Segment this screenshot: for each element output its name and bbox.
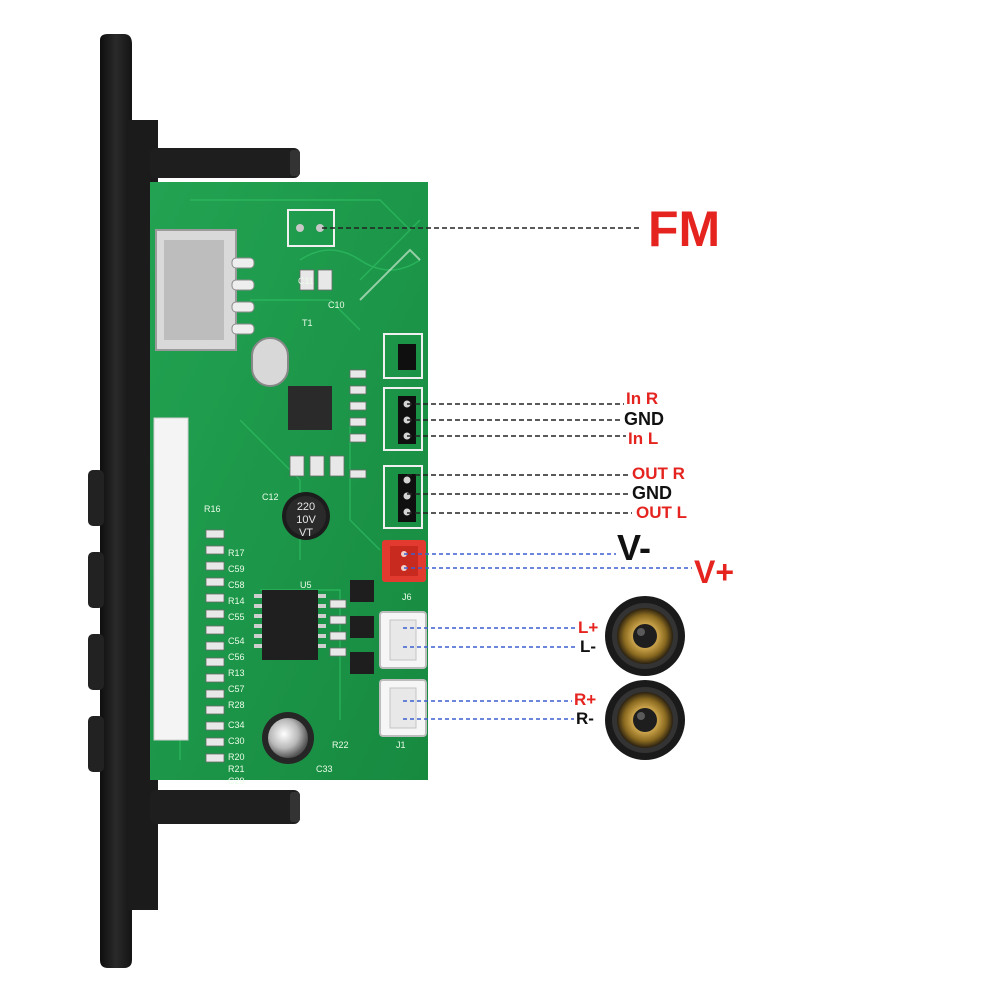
silkscreen-label: R28 xyxy=(228,700,245,710)
label-l-minus: L- xyxy=(580,637,597,656)
silkscreen-label: R17 xyxy=(228,548,245,558)
silkscreen-label: C57 xyxy=(228,684,245,694)
silkscreen-label: C55 xyxy=(228,612,245,622)
label-out-r: OUT R xyxy=(632,464,685,483)
silkscreen-label: R22 xyxy=(332,740,349,750)
silkscreen-label: R13 xyxy=(228,668,245,678)
label-gnd-in: GND xyxy=(624,409,664,429)
cap-text-1: 10V xyxy=(296,514,316,526)
silkscreen-label: C54 xyxy=(228,636,245,646)
silkscreen-label: C29 xyxy=(228,776,245,786)
label-r-plus: R+ xyxy=(574,690,597,709)
leader-lines xyxy=(322,227,692,720)
silkscreen-label: U5 xyxy=(300,580,312,590)
silkscreen-label: C33 xyxy=(316,764,333,774)
label-r-minus: R- xyxy=(576,709,594,728)
silkscreen-label: C11 xyxy=(298,276,314,286)
silkscreen-label: R14 xyxy=(228,596,245,606)
capacitor-c12: 220 10V VT xyxy=(282,492,330,540)
silkscreen-label: C56 xyxy=(228,652,245,662)
label-gnd-out: GND xyxy=(632,483,672,503)
silkscreen-label: R16 xyxy=(204,504,221,514)
cap-text-0: 220 xyxy=(297,501,315,513)
pcb xyxy=(150,182,428,780)
silkscreen-label: C30 xyxy=(228,736,245,746)
speaker-icon xyxy=(605,596,685,676)
label-v-minus: V- xyxy=(617,527,652,568)
silkscreen-label: T1 xyxy=(302,318,313,328)
silkscreen-label: R20 xyxy=(228,752,245,762)
label-in-r: In R xyxy=(626,389,659,408)
silkscreen-label: C34 xyxy=(228,720,245,730)
label-fm: FM xyxy=(648,201,721,257)
silkscreen-label: J6 xyxy=(402,592,412,602)
connectors xyxy=(287,209,427,737)
silkscreen-label: C59 xyxy=(228,564,245,574)
silkscreen-label: C10 xyxy=(328,300,345,310)
label-l-plus: L+ xyxy=(578,618,599,637)
silkscreen-label: C12 xyxy=(262,492,279,502)
speaker-icon xyxy=(605,680,685,760)
capacitor-c33 xyxy=(262,712,314,764)
label-v-plus: V+ xyxy=(694,554,735,590)
silkscreen-labels: R16R17C59C58R14C55C54C56R13C57R28C34C30R… xyxy=(204,276,412,786)
silkscreen-label: J1 xyxy=(396,740,406,750)
cap-text-2: VT xyxy=(299,527,313,539)
silkscreen-label: C58 xyxy=(228,580,245,590)
label-out-l: OUT L xyxy=(636,503,687,522)
silkscreen-label: R21 xyxy=(228,764,245,774)
label-in-l: In L xyxy=(628,429,659,448)
